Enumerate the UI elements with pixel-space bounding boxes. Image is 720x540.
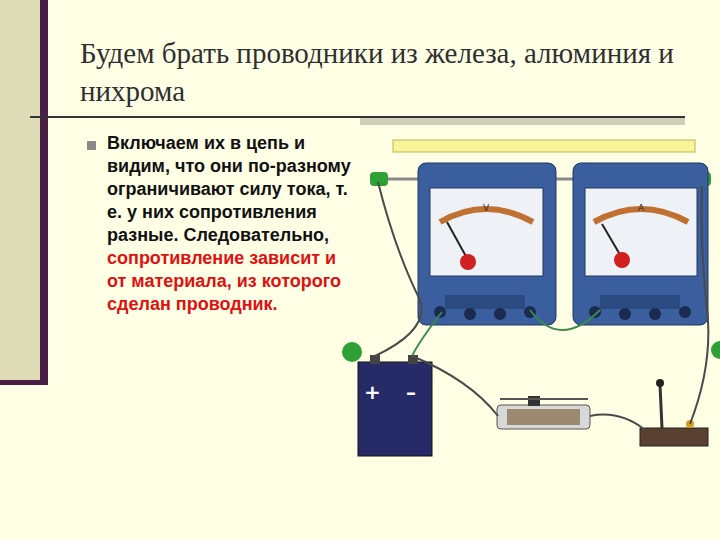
rheostat: [497, 396, 590, 429]
ruler-strip: [393, 140, 695, 152]
bullet-mark: [87, 141, 96, 150]
battery-terminal: +: [364, 380, 381, 404]
switch: [640, 379, 708, 446]
voltmeter: [418, 163, 556, 325]
battery: [358, 355, 432, 456]
meter-letter: A: [638, 203, 644, 213]
battery-terminal: –: [406, 380, 416, 404]
highlight-text: сопротивление зависит и от материала, из…: [107, 248, 341, 314]
wires: [375, 182, 708, 430]
meter-letter: V: [483, 203, 489, 213]
side-band: [0, 0, 44, 384]
slide-title: Будем брать проводники из железа, алюмин…: [80, 34, 680, 110]
side-foot: [0, 380, 48, 385]
ammeter: [573, 163, 708, 325]
clamp: [711, 341, 720, 359]
clamp: [342, 342, 362, 362]
body-text: Включаем их в цепь и видим, что они по-р…: [107, 133, 351, 245]
title-rule: [30, 116, 685, 118]
side-bar: [40, 0, 48, 384]
title-shade: [360, 118, 685, 125]
bullet-text: Включаем их в цепь и видим, что они по-р…: [107, 132, 357, 316]
